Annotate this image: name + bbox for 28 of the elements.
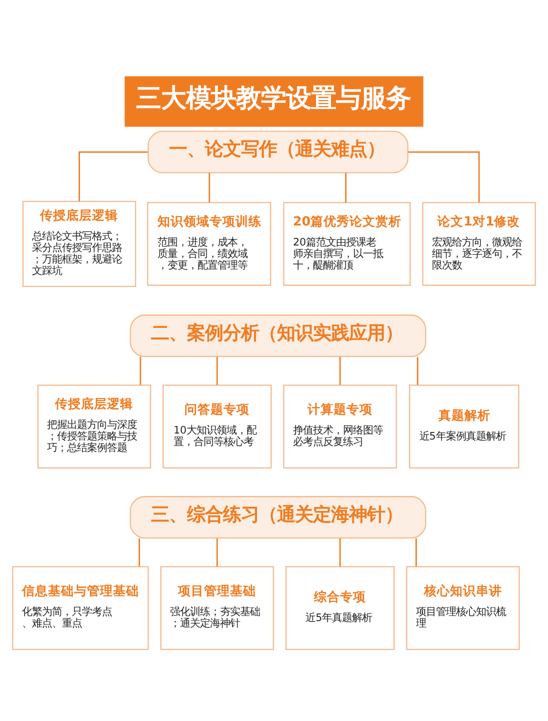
node-box: 一、论文写作（通关难点） [148, 130, 408, 174]
diagram-title: 三大模块教学设置与服务 [136, 84, 412, 113]
node-box: 综合专项 近5年真题解析 [285, 566, 395, 650]
node-box: 计算题专项 挣值技术，网络图等必考点反复练习 [283, 384, 397, 468]
node-box: 项目管理基础 强化训练；夯实基础；通关定海神针 [160, 566, 274, 650]
node-box: 核心知识串讲 项目管理核心知识梳理 [406, 566, 520, 650]
node-box: 三、综合练习（通关定海神针） [130, 496, 426, 539]
connector [339, 538, 341, 566]
connector [339, 356, 341, 385]
connector [140, 356, 142, 385]
connector [138, 538, 140, 566]
node-box: 20篇优秀论文赏析 20篇范文由授课老师亲自撰写，以一抵十，醍醐灌顶 [283, 202, 411, 286]
connector [208, 172, 210, 202]
node-box: 论文1对1修改 宏观给方向，微观给细节，逐字逐句，不限次数 [422, 202, 536, 286]
connector [216, 538, 218, 566]
node-box: 传授底层逻辑 总结论文书写格式；采分点传授写作思路；万能框架，规避论文踩坑 [22, 200, 136, 287]
connector [408, 151, 480, 202]
connector [345, 172, 346, 202]
connector [416, 356, 418, 385]
node-box: 传授底层逻辑 把握出题方向与深度；传授答题策略与技巧；总结案例答题 [37, 384, 152, 468]
node-box: 二、案例分析（知识实践应用） [130, 314, 426, 358]
node-box: 问答题专项 10大知识领域，配置，合同等核心考 [162, 384, 272, 468]
connector [216, 356, 218, 385]
node-box: 知识领域专项训练 范围，进度，成本，质量，合同，绩效域，变更，配置管理等 [147, 202, 272, 286]
connector [415, 538, 417, 566]
node-box: 信息基础与管理基础 化繁为简，只学考点、难点、重点 [12, 566, 149, 650]
connector [78, 151, 148, 202]
node-box: 真题解析 近5年案例真题解析 [408, 384, 520, 468]
